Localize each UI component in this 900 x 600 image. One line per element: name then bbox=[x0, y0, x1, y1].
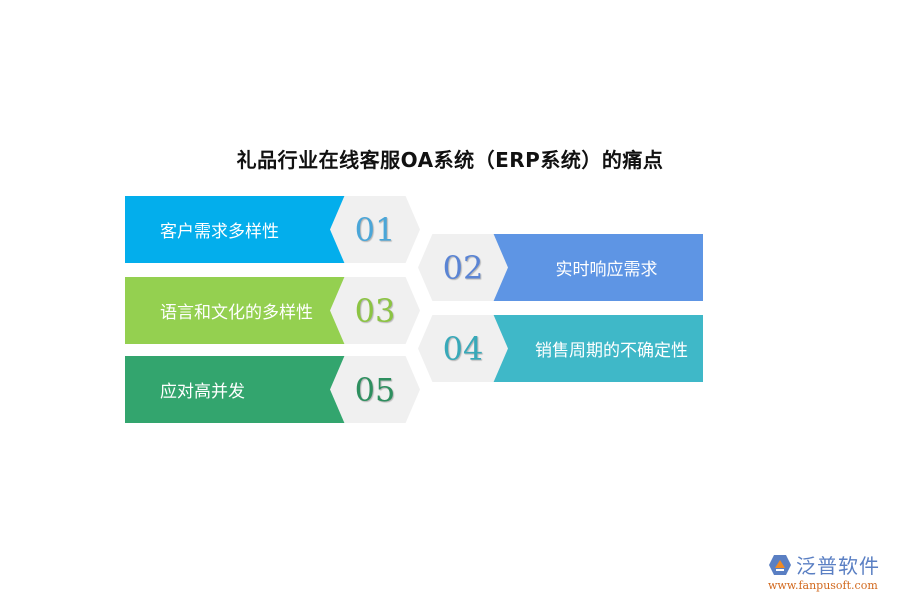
pain-point-label: 实时响应需求 bbox=[555, 260, 658, 280]
pain-point-number: 02 bbox=[442, 248, 484, 287]
fanpu-logo-icon bbox=[769, 554, 791, 575]
pain-point-number: 01 bbox=[354, 210, 396, 249]
pain-point-number: 05 bbox=[354, 370, 396, 409]
page-title: 礼品行业在线客服OA系统（ERP系统）的痛点 bbox=[236, 148, 664, 172]
number-hexagon-01: 01 bbox=[330, 196, 420, 263]
pain-point-bar-04: 销售周期的不确定性 bbox=[490, 315, 703, 382]
pain-point-label: 语言和文化的多样性 bbox=[160, 303, 313, 323]
number-hexagon-04: 04 bbox=[418, 315, 508, 382]
pain-point-number: 03 bbox=[354, 291, 396, 330]
pain-point-label: 客户需求多样性 bbox=[160, 222, 279, 242]
number-hexagon-02: 02 bbox=[418, 234, 508, 301]
pain-point-label: 销售周期的不确定性 bbox=[535, 341, 688, 361]
pain-point-label: 应对高并发 bbox=[160, 382, 245, 402]
brand-name: 泛普软件 bbox=[796, 554, 880, 578]
number-hexagon-03: 03 bbox=[330, 277, 420, 344]
brand-url: www.fanpusoft.com bbox=[768, 579, 878, 592]
pain-point-bar-03: 语言和文化的多样性 bbox=[125, 277, 375, 344]
number-hexagon-05: 05 bbox=[330, 356, 420, 423]
pain-point-bar-02: 实时响应需求 bbox=[490, 234, 703, 301]
pain-point-number: 04 bbox=[442, 329, 484, 368]
brand-logo: 泛普软件 www.fanpusoft.com bbox=[768, 550, 896, 592]
